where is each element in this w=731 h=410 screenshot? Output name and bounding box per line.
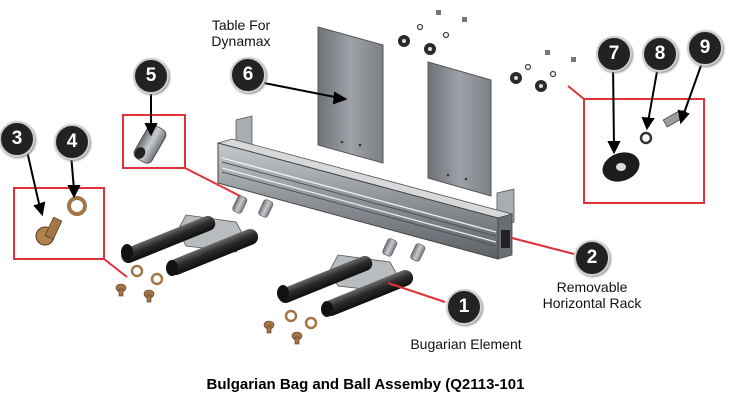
part-washer-8 [639, 131, 653, 145]
table-panel-right [427, 61, 492, 197]
bulgarian-element-right [277, 254, 414, 317]
leader-box34 [103, 258, 128, 278]
callout-badge-3: 3 [0, 121, 35, 157]
leader-box5 [184, 167, 241, 197]
hardware-top [398, 10, 576, 92]
black-arrows [26, 59, 704, 217]
highlight-boxes [13, 98, 705, 260]
rack-pins [232, 195, 426, 262]
callout-badge-2: 2 [574, 240, 610, 276]
leader-2 [511, 237, 575, 255]
part-spacer-5 [133, 124, 167, 164]
red-leaders [103, 85, 585, 303]
diagram-title: Bulgarian Bag and Ball Assemby (Q2113-10… [206, 376, 525, 393]
part-wheel-7 [602, 152, 640, 182]
part-bolt-3 [35, 216, 63, 246]
callout-badge-9: 9 [687, 30, 723, 66]
hardware-right [263, 309, 318, 345]
callout-badge-8: 8 [642, 36, 678, 72]
table-panels [317, 26, 492, 197]
label-removable-horizontal-rack: Removable Horizontal Rack [542, 279, 642, 311]
hardware-left [115, 264, 164, 303]
callout-badge-4: 4 [54, 124, 90, 160]
highlight-box-3-4 [13, 187, 105, 260]
callout-badge-6: 6 [230, 57, 266, 93]
label-bugarian-element: Bugarian Element [410, 336, 522, 352]
label-table-for-dynamax: Table For Dynamax [211, 17, 271, 49]
table-panel-left [317, 26, 384, 164]
highlight-box-7-8-9 [583, 98, 705, 204]
leader-box789 [567, 85, 585, 100]
bulgarian-element-left [121, 214, 259, 276]
horizontal-rack [216, 115, 515, 260]
callout-badge-1: 1 [446, 289, 482, 325]
part-washer-4 [67, 196, 87, 216]
leader-1 [387, 282, 446, 303]
callout-badge-5: 5 [133, 58, 169, 94]
callout-badge-7: 7 [596, 36, 632, 72]
highlight-box-5 [122, 114, 186, 169]
